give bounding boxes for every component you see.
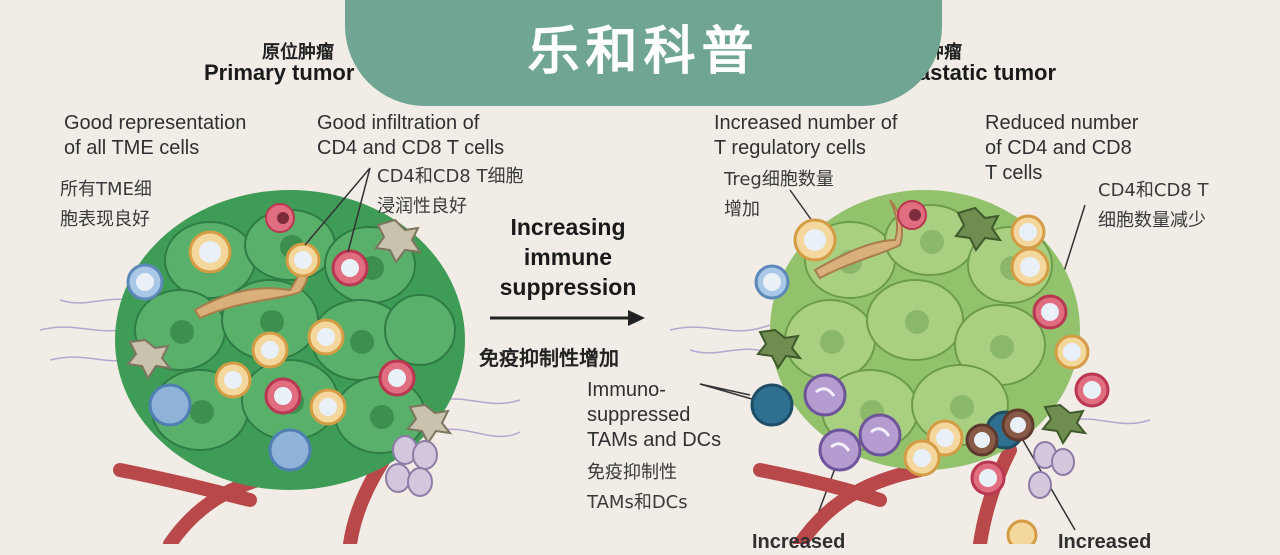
left-title-zh: 原位肿瘤 xyxy=(262,42,334,63)
label-increased-right: Increased xyxy=(1058,531,1152,553)
label-immunosuppressed-zh: 免疫抑制性 TAMs和DCs xyxy=(587,462,688,513)
immune-cells-right xyxy=(750,200,1110,544)
immune-suppression-heading-zh: 免疫抑制性增加 xyxy=(479,346,619,370)
brand-banner-text: 乐和科普 xyxy=(527,22,760,82)
label-tme-representation: Good representation of all TME cells xyxy=(64,112,247,159)
fibroblast-right xyxy=(813,199,903,280)
immune-suppression-heading: Increasing immune suppression xyxy=(499,214,637,300)
label-treg: Increased number of T regulatory cells xyxy=(714,112,898,159)
label-infiltration-zh: CD4和CD8 T细胞 浸润性良好 xyxy=(377,166,524,217)
label-treg-zh: Treg细胞数量 增加 xyxy=(724,169,834,220)
immune-cells-left xyxy=(126,203,453,497)
label-tme-representation-zh: 所有TME细 胞表现良好 xyxy=(60,179,152,230)
label-immunosuppressed: Immuno- suppressed TAMs and DCs xyxy=(587,379,722,451)
label-infiltration: Good infiltration of CD4 and CD8 T cells xyxy=(317,112,505,159)
arrow-right xyxy=(490,310,645,326)
label-increased-left: Increased xyxy=(752,531,846,553)
left-title-en: Primary tumor xyxy=(204,60,355,85)
brand-banner: 乐和科普 xyxy=(345,0,942,106)
label-cd4-cd8-reduced-zh: CD4和CD8 T 细胞数量减少 xyxy=(1098,180,1209,231)
blood-vessel-right xyxy=(753,443,1017,544)
label-cd4-cd8-reduced: Reduced number of CD4 and CD8 T cells xyxy=(985,112,1139,184)
